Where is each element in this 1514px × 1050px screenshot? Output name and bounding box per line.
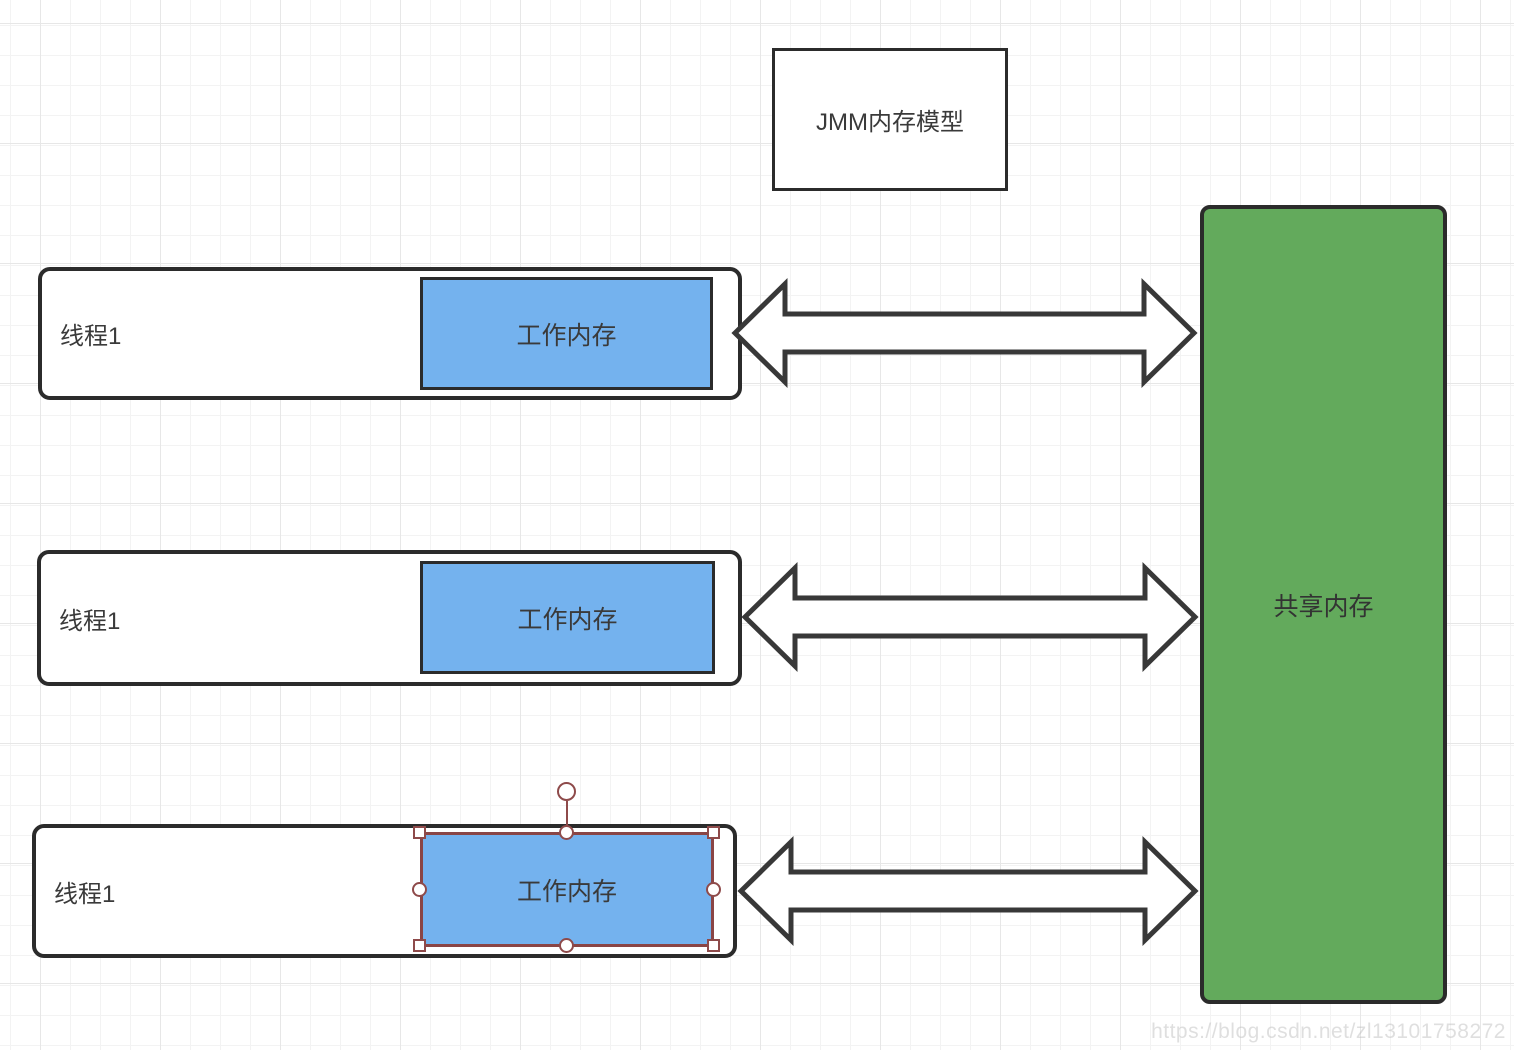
selection-handle-w[interactable] [412, 882, 427, 897]
title-box[interactable]: JMM内存模型 [772, 48, 1008, 191]
selection-handle-nw[interactable] [413, 826, 426, 839]
bidirectional-arrow-1[interactable] [731, 278, 1198, 388]
selection-handle-n[interactable] [559, 825, 574, 840]
rotation-handle[interactable] [557, 782, 576, 801]
thread-label: 线程1 [60, 323, 122, 350]
watermark: https://blog.csdn.net/zl13101758272 [1151, 1020, 1506, 1043]
selection-handle-e[interactable] [706, 882, 721, 897]
working-memory-box-3-selected[interactable]: 工作内存 [420, 832, 714, 947]
selection-handle-sw[interactable] [413, 939, 426, 952]
working-memory-label: 工作内存 [517, 605, 618, 634]
title-label: JMM内存模型 [816, 109, 964, 136]
working-memory-box-1[interactable]: 工作内存 [420, 277, 713, 390]
shared-memory-box[interactable]: 共享内存 [1200, 205, 1447, 1004]
working-memory-label: 工作内存 [516, 877, 617, 906]
thread-label: 线程1 [59, 607, 121, 635]
selection-handle-ne[interactable] [707, 826, 720, 839]
selection-handle-s[interactable] [559, 938, 574, 953]
bidirectional-arrow-3[interactable] [737, 836, 1199, 946]
working-memory-label: 工作内存 [516, 321, 617, 350]
shared-memory-label: 共享内存 [1273, 592, 1374, 621]
working-memory-box-2[interactable]: 工作内存 [420, 561, 715, 674]
thread-label: 线程1 [54, 880, 116, 908]
bidirectional-arrow-2[interactable] [741, 562, 1199, 672]
selection-handle-se[interactable] [707, 939, 720, 952]
rotation-stem [566, 801, 568, 833]
